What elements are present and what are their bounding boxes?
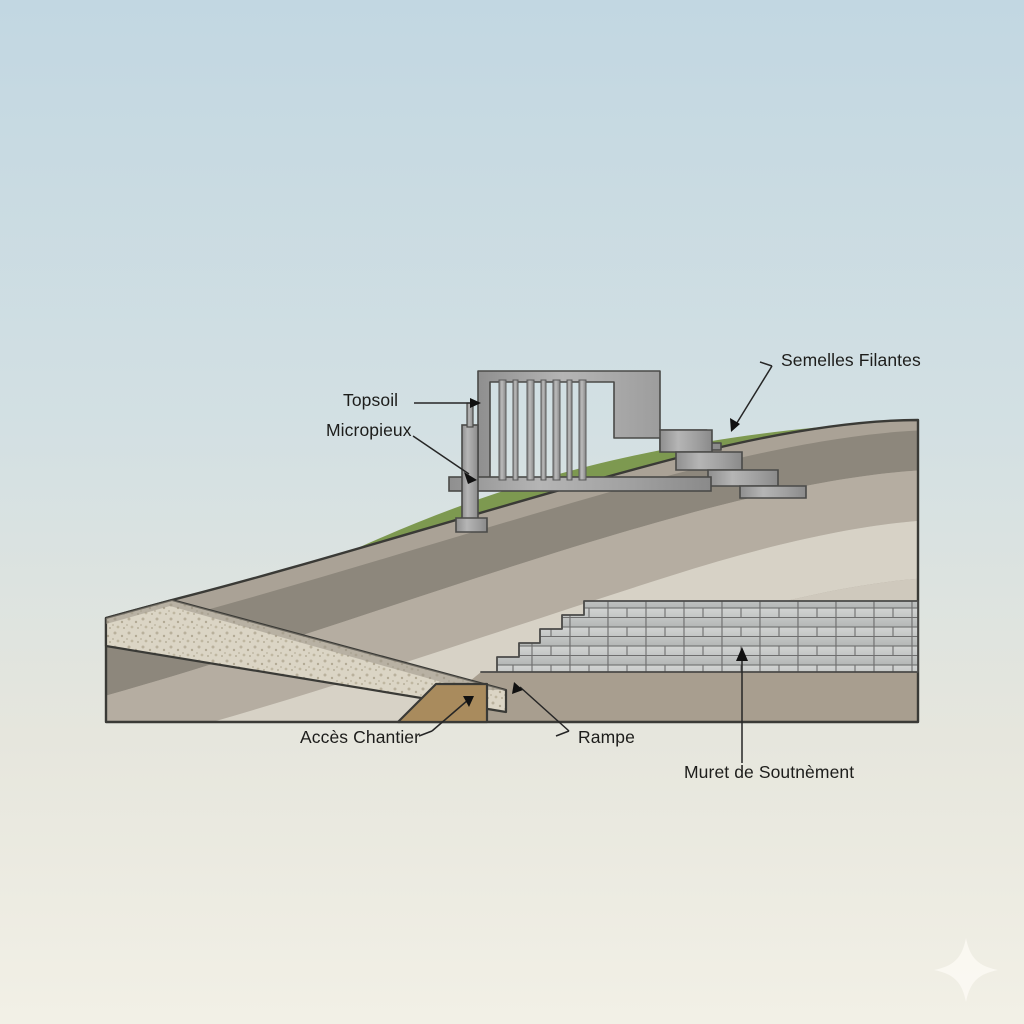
micropile xyxy=(512,379,519,481)
micropile-group xyxy=(498,379,587,481)
leader-tick-acces xyxy=(418,730,433,737)
label-acces-chantier: Accès Chantier xyxy=(300,727,421,747)
arrow-semelles xyxy=(730,418,740,432)
arrow-topsoil xyxy=(470,398,481,408)
ground-outline xyxy=(104,418,920,724)
label-rampe: Rampe xyxy=(578,727,635,747)
leader-tick-rampe xyxy=(555,730,570,737)
leader-tick-semelles xyxy=(759,361,773,367)
arrow-acces xyxy=(463,696,474,707)
arrow-micropieux xyxy=(464,472,477,484)
micropile xyxy=(566,379,573,481)
soil-stratum-2 xyxy=(106,470,918,722)
leader-acces xyxy=(431,699,469,732)
arrow-rampe xyxy=(512,682,523,694)
leader-micropieux xyxy=(412,435,470,475)
label-micropieux: Micropieux xyxy=(326,420,412,440)
leader-rampe xyxy=(519,686,570,732)
pile-footing-pad xyxy=(455,517,488,533)
footing-step-1 xyxy=(659,429,713,453)
leader-arrowheads xyxy=(463,398,748,707)
leader-lines xyxy=(412,361,773,763)
retaining-wall-outline xyxy=(480,600,919,673)
label-semelles-filantes: Semelles Filantes xyxy=(781,350,921,370)
micropile xyxy=(498,379,507,481)
leader-semelles xyxy=(734,365,773,427)
arrow-muret xyxy=(736,647,748,661)
micropile xyxy=(526,379,535,481)
micropile xyxy=(578,379,587,481)
micropile xyxy=(540,379,547,481)
access-trapezoid xyxy=(396,682,489,724)
ramp-edge-sliver xyxy=(106,600,506,690)
footing-step-4 xyxy=(739,485,807,499)
ramp-gravel xyxy=(104,598,508,714)
footing-step-2 xyxy=(675,451,743,471)
building-structure xyxy=(448,370,807,533)
soil-stratum-1 xyxy=(106,430,918,700)
sparkle-watermark xyxy=(934,938,998,1002)
micropile xyxy=(552,379,561,481)
footing-step-3 xyxy=(707,469,779,487)
label-topsoil: Topsoil xyxy=(343,390,399,410)
label-muret-de-soutenement: Muret de Soutnèment xyxy=(684,762,855,782)
access-chantier-block xyxy=(396,682,489,724)
